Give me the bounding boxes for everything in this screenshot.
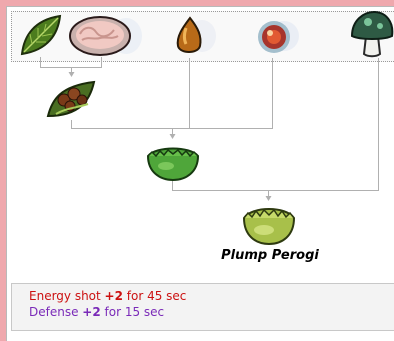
seed-icon xyxy=(176,16,216,53)
wrapped-seeds-icon xyxy=(46,80,96,118)
effect-amount: +2 xyxy=(82,305,101,319)
effect-prefix: Energy shot xyxy=(29,289,105,303)
mushroom-icon xyxy=(350,10,394,58)
plump-perogi-item[interactable] xyxy=(242,202,296,250)
green-dumpling-icon xyxy=(146,147,200,182)
effect-prefix: Defense xyxy=(29,305,83,319)
result-name: Plump Perogi xyxy=(221,248,319,263)
effect-defense: Defense +2 for 15 sec xyxy=(29,304,394,320)
wrapped-seeds-item[interactable] xyxy=(46,78,98,126)
effect-amount: +2 xyxy=(104,289,123,303)
seed-ingredient[interactable] xyxy=(172,14,218,60)
mushroom-ingredient[interactable] xyxy=(350,10,394,62)
effects-box: Energy shot +2 for 45 sec Defense +2 for… xyxy=(11,283,394,331)
effect-suffix: for 15 sec xyxy=(100,305,165,319)
brain-coral-icon xyxy=(69,16,142,56)
effect-suffix: for 45 sec xyxy=(122,289,187,303)
leaf-icon xyxy=(20,14,62,56)
orb-ingredient[interactable] xyxy=(252,16,302,60)
effect-energy-shot: Energy shot +2 for 45 sec xyxy=(29,288,394,304)
brain-coral-ingredient[interactable] xyxy=(66,14,146,62)
plump-perogi-icon xyxy=(242,208,296,246)
orb-icon xyxy=(258,21,299,53)
leaf-ingredient[interactable] xyxy=(18,12,64,62)
green-dumpling-item[interactable] xyxy=(146,140,200,186)
